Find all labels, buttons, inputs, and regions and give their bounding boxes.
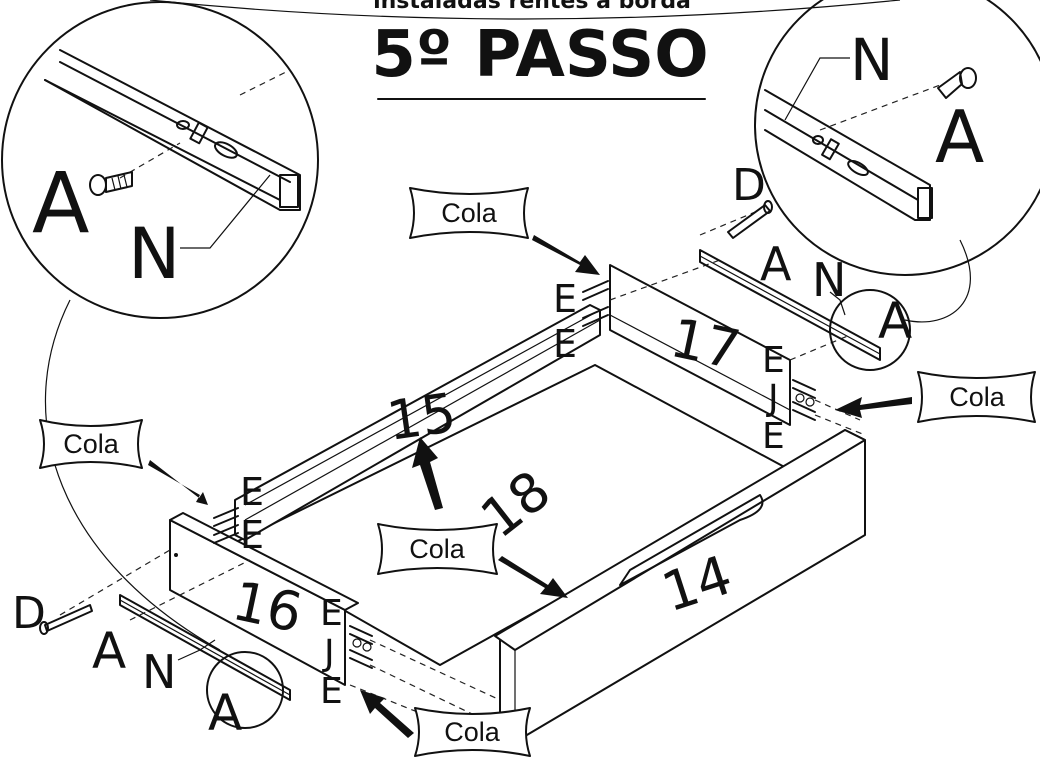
glue-label-center: Cola	[377, 523, 498, 575]
detail-circle-left	[1, 1, 319, 319]
rail-detail-right	[764, 84, 941, 221]
glue-label-left: Cola	[39, 419, 143, 469]
dowels-left-top	[213, 507, 239, 544]
label-J: J	[322, 633, 335, 674]
label-A: A	[92, 622, 126, 680]
part-number-16: 16	[227, 569, 307, 645]
label-E: E	[762, 416, 785, 457]
label-E: E	[762, 340, 785, 381]
step-title: 5º PASSO	[371, 18, 708, 92]
part-number-17: 17	[665, 306, 745, 382]
screw-icon	[937, 67, 977, 99]
svg-text:Cola: Cola	[441, 198, 498, 228]
svg-text:Cola: Cola	[444, 717, 501, 747]
label-A: A	[935, 95, 984, 179]
svg-text:Cola: Cola	[63, 429, 120, 459]
label-A: A	[760, 237, 792, 291]
slide-rail-left	[119, 594, 291, 701]
glue-label-bottom: Cola	[414, 707, 531, 757]
leader-line	[784, 57, 850, 121]
svg-text:Cola: Cola	[949, 382, 1006, 412]
slide-rail-right	[699, 249, 881, 361]
label-A: A	[208, 684, 242, 742]
leader-line	[177, 639, 216, 661]
screw-D-right	[727, 200, 773, 239]
label-E: E	[320, 671, 343, 712]
label-N: N	[128, 213, 180, 295]
detail-circle-small	[206, 651, 284, 729]
dowels-front-left	[349, 625, 373, 669]
label-E: E	[240, 470, 264, 514]
label-A: A	[32, 154, 89, 252]
screw-D-left	[39, 604, 93, 635]
back-panel-17	[609, 264, 791, 426]
glue-label-right: Cola	[917, 371, 1036, 423]
detail-connector-right	[904, 239, 971, 323]
label-E: E	[553, 277, 577, 321]
label-N: N	[850, 26, 893, 94]
label-D: D	[732, 160, 766, 211]
label-N: N	[812, 253, 846, 307]
label-E: E	[240, 513, 264, 557]
svg-text:Cola: Cola	[409, 534, 466, 564]
dowels-back	[582, 280, 609, 327]
label-N: N	[142, 645, 176, 699]
leader-line	[829, 291, 846, 316]
leader-line	[180, 174, 271, 249]
label-A: A	[878, 292, 912, 350]
dowels-right	[792, 379, 816, 421]
label-D: D	[12, 588, 46, 639]
detail-circle-right	[754, 0, 1040, 276]
caption-banner	[149, 0, 901, 20]
glue-arrows	[148, 235, 912, 738]
label-E: E	[553, 322, 577, 366]
label-E: E	[320, 593, 343, 634]
screw-icon	[89, 171, 133, 196]
detail-circle-small	[829, 289, 911, 371]
part-number-15: 15	[383, 381, 460, 453]
label-J: J	[766, 378, 779, 419]
header-caption: instaladas rentes à borda	[373, 0, 691, 14]
side-panel-16	[169, 512, 359, 686]
front-panel-14	[494, 429, 866, 746]
detail-connector-left	[44, 299, 221, 651]
glue-label-top: Cola	[409, 187, 529, 239]
